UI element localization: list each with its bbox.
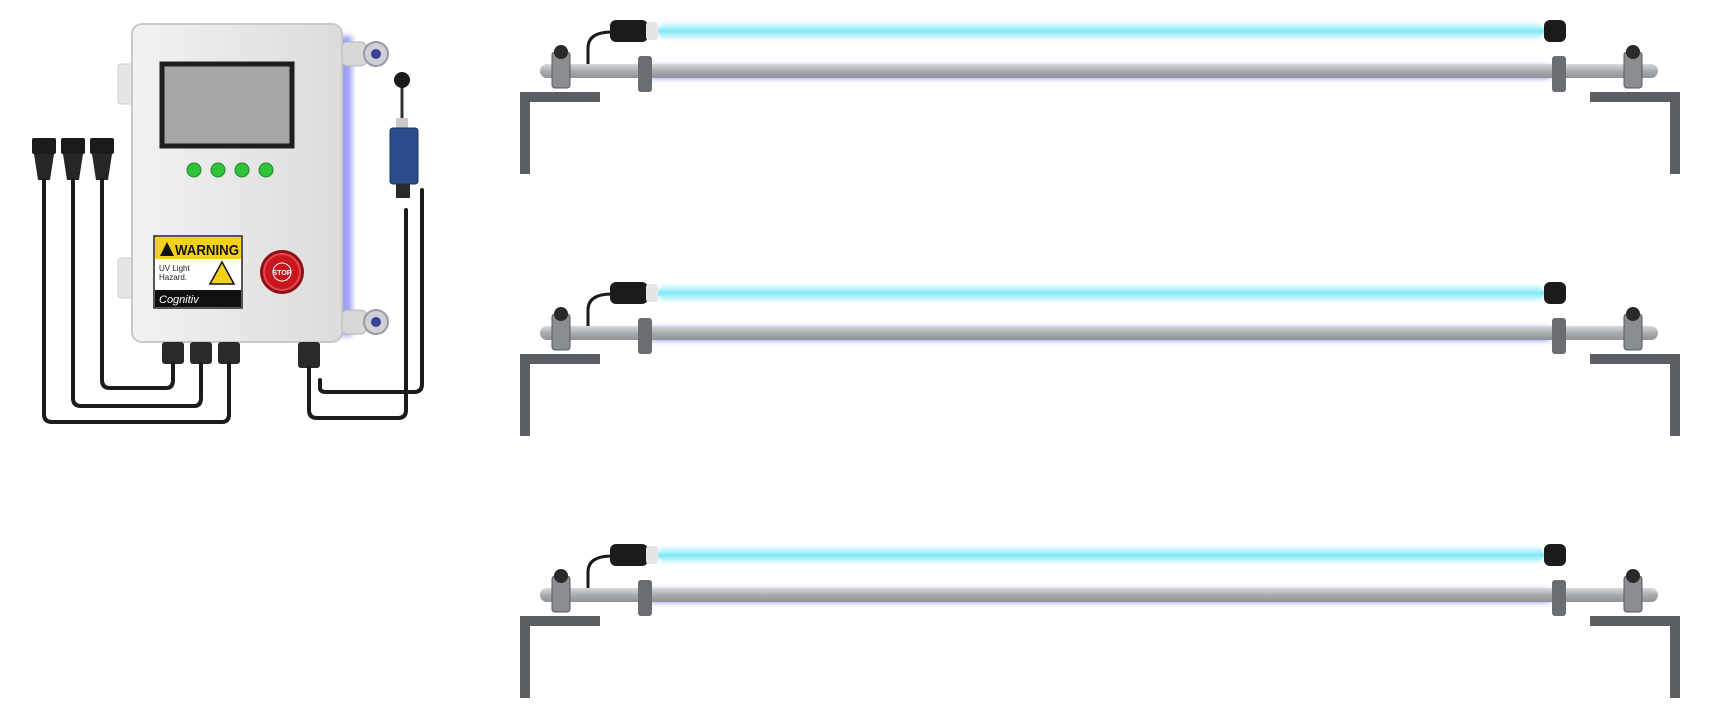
- uv-fixture-2: [520, 282, 1680, 436]
- mount-rail: [540, 64, 1658, 78]
- panel-cables: [42, 178, 424, 424]
- uv-hazard-icon: [208, 260, 236, 285]
- warning-label: WARNING UV Light Hazard. Cognitiv: [153, 235, 243, 309]
- status-led-2: [210, 162, 226, 178]
- cable-sensor-2: [318, 188, 424, 394]
- limit-switch-body: [389, 127, 419, 185]
- uv-fixture-1: [520, 20, 1680, 174]
- emergency-stop-button[interactable]: STOP: [260, 250, 304, 294]
- status-leds: [186, 162, 274, 178]
- hinge-top: [339, 41, 389, 67]
- status-led-4: [258, 162, 274, 178]
- cable-sensor: [307, 208, 408, 420]
- cable-1: [100, 178, 175, 390]
- display-screen[interactable]: [159, 61, 295, 149]
- limit-switch[interactable]: [389, 72, 419, 198]
- tube-end-cap-left: [610, 544, 648, 566]
- stop-button-label: STOP: [273, 270, 292, 277]
- tube-end-cap-left: [610, 20, 648, 42]
- brand-logo: Cognitiv: [159, 294, 200, 306]
- uv-tube: [658, 288, 1544, 298]
- warning-triangle-icon: [160, 242, 174, 256]
- hazard-line-1: UV Light: [159, 264, 190, 273]
- bracket-right: [1590, 92, 1680, 174]
- status-led-1: [186, 162, 202, 178]
- uv-fixture-3: [520, 544, 1680, 698]
- mount-rail: [540, 588, 1658, 602]
- mount-rail: [540, 326, 1658, 340]
- bracket-left: [520, 616, 600, 698]
- bracket-right: [1590, 354, 1680, 436]
- bracket-left: [520, 92, 600, 174]
- uv-tube: [658, 550, 1544, 560]
- tube-end-cap-right: [1544, 20, 1566, 42]
- bracket-right: [1590, 616, 1680, 698]
- warning-header: WARNING: [175, 242, 239, 259]
- cable-2: [71, 178, 203, 408]
- tube-end-cap-left: [610, 282, 648, 304]
- bracket-left: [520, 354, 600, 436]
- hinge-bottom: [339, 309, 389, 335]
- tube-end-cap-right: [1544, 544, 1566, 566]
- hazard-line-2: Hazard.: [159, 273, 187, 282]
- uv-tube: [658, 26, 1544, 36]
- cable-3: [42, 178, 231, 424]
- connector-plug-3[interactable]: [90, 138, 114, 180]
- cable-glands: [162, 342, 320, 368]
- status-led-3: [234, 162, 250, 178]
- limit-switch-roller: [394, 72, 410, 88]
- connector-plug-2[interactable]: [61, 138, 85, 180]
- tube-end-cap-right: [1544, 282, 1566, 304]
- output-connectors: [32, 138, 114, 180]
- control-panel: WARNING UV Light Hazard. Cognitiv STOP: [117, 23, 389, 368]
- connector-plug-1[interactable]: [32, 138, 56, 180]
